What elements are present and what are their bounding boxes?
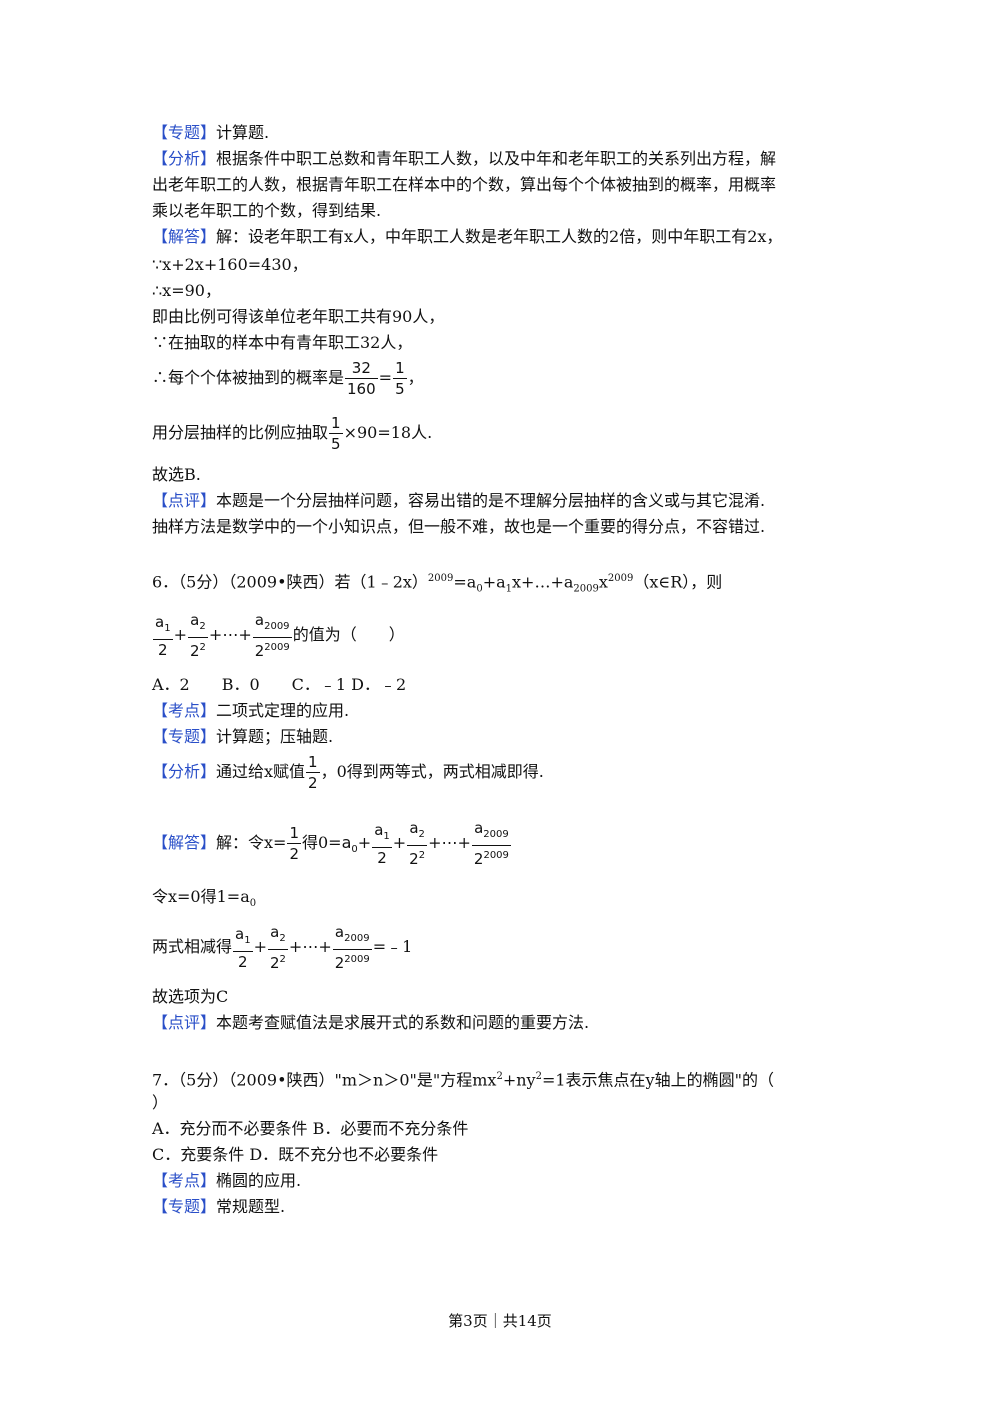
q6-topic-line: 【专题】计算题；压轴题. (152, 727, 334, 746)
topic-tag: 【专题】 (152, 123, 217, 142)
topic-text: 计算题. (216, 123, 270, 142)
analysis-line-2: 出老年职工的人数，根据青年职工在样本中的个数，算出每个个体被抽到的概率，用概率 (152, 175, 777, 194)
solution-line-5: ∵在抽取的样本中有青年职工32人， (152, 333, 413, 352)
topic-line: 【专题】计算题. (152, 122, 269, 144)
q6-sol-a0: a0 (341, 833, 358, 856)
q7-topic-line: 【专题】常规题型. (152, 1197, 286, 1216)
q6-options: A．2 B．0 C．﹣1 D．﹣2 (152, 675, 407, 694)
analysis-line-1: 【分析】根据条件中职工总数和青年职工人数，以及中年和老年职工的关系列出方程，解 (152, 148, 776, 170)
q7-stem-line-1: 7．（5分）（2009•陕西）"m＞n＞0"是"方程mx2+ny2=1表示焦点在… (152, 1070, 774, 1090)
q6-comment-line: 【点评】本题考查赋值法是求展开式的系数和问题的重要方法. (152, 1013, 590, 1032)
analysis-line-3: 乘以老年职工的个数，得到结果. (152, 201, 382, 220)
q6-point-line: 【考点】二项式定理的应用. (152, 701, 350, 720)
solution-line-4: 即由比例可得该单位老年职工共有90人， (152, 307, 445, 326)
q7-stem-line-2: ） (152, 1093, 169, 1112)
q6-stem-line-1: 6．（5分）（2009•陕西）若（1﹣2x）2009=a0+a1x+…+a200… (152, 572, 723, 595)
solution-line-2: ∵x+2x+160=430， (152, 255, 308, 274)
solution-text-6: ∴每个个体被抽到的概率是 (152, 368, 345, 387)
q6-solution-line-2: 令x=0得1=a0 (152, 887, 257, 910)
comment-tag: 【点评】 (152, 491, 217, 510)
q7-point-line: 【考点】椭圆的应用. (152, 1171, 302, 1190)
solution-line-1: 【解答】解：设老年职工有x人，中年职工人数是老年职工人数的2倍，则中年职工有2x… (152, 226, 782, 248)
comment-line-1: 【点评】本题是一个分层抽样问题，容易出错的是不理解分层抽样的含义或与其它混淆. (152, 491, 766, 510)
analysis-text-1: 根据条件中职工总数和青年职工人数，以及中年和老年职工的关系列出方程，解 (216, 149, 777, 168)
solution-text-1: 解：设老年职工有x人，中年职工人数是老年职工人数的2倍，则中年职工有2x， (216, 227, 783, 246)
analysis-tag: 【分析】 (152, 149, 217, 168)
q6-solution-line-4: 故选项为C (152, 987, 229, 1006)
comment-line-2: 抽样方法是数学中的一个小知识点，但一般不难，故也是一个重要的得分点，不容错过. (152, 517, 766, 536)
solution-tag: 【解答】 (152, 227, 217, 246)
page-footer: 第3页｜共14页 (448, 1312, 552, 1330)
q7-options-1: A．充分而不必要条件 B．必要而不充分条件 (152, 1119, 469, 1138)
solution-line-3: ∴x=90， (152, 281, 221, 300)
solution-line-8: 故选B. (152, 465, 201, 484)
q7-options-2: C．充要条件 D．既不充分也不必要条件 (152, 1145, 439, 1164)
